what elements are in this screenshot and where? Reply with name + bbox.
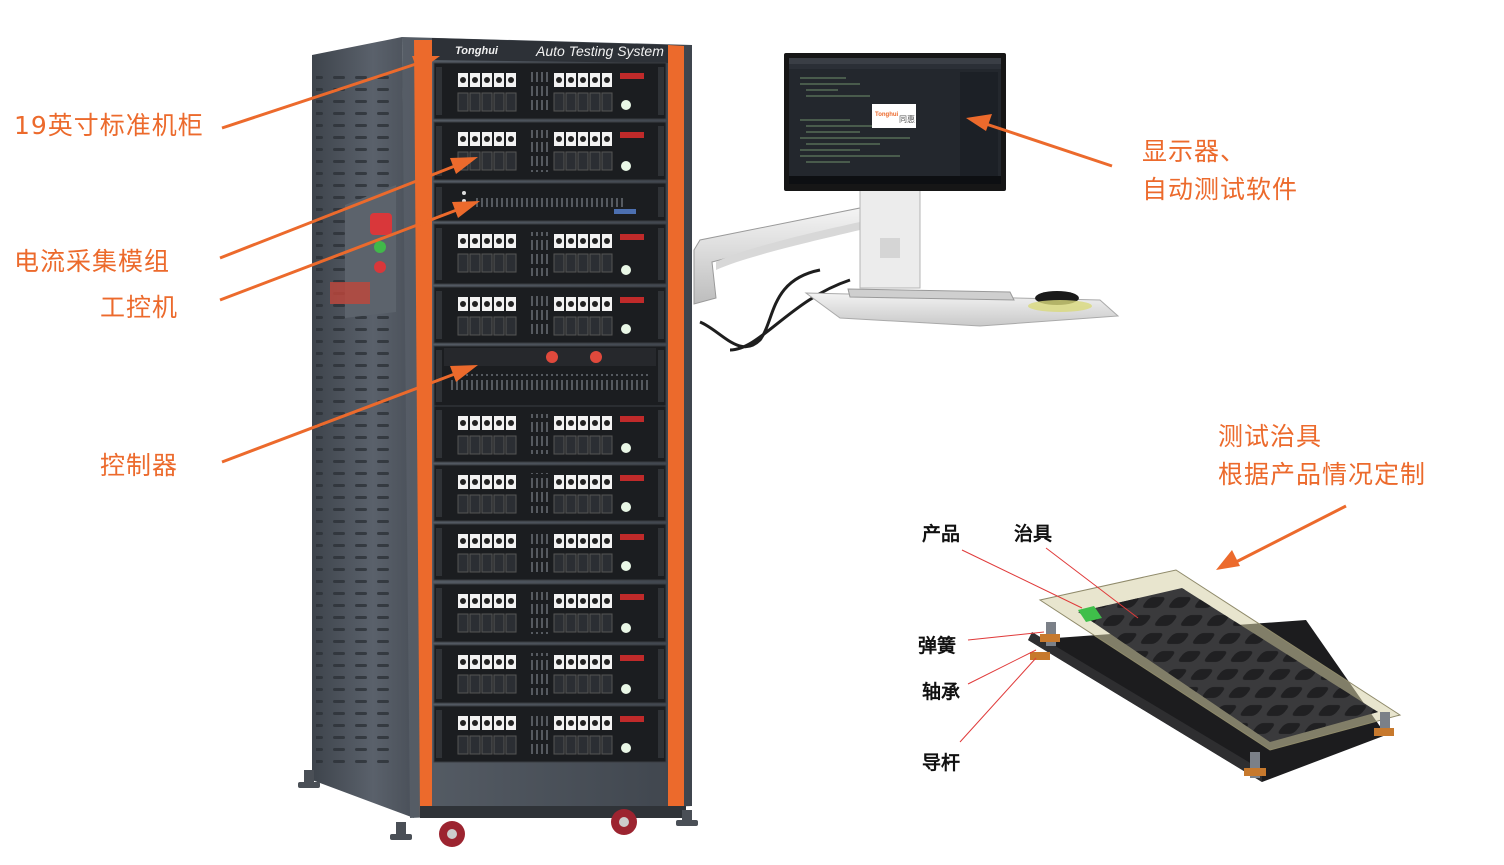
- code-lines: [800, 77, 910, 163]
- cabinet-brand: Tonghui: [455, 45, 499, 57]
- cabinet-side-holes: [316, 70, 398, 770]
- green-indicator-icon: [374, 241, 386, 253]
- arrow-monitor: [966, 114, 1113, 168]
- callout-monitor-line2: 自动测试软件: [1142, 175, 1299, 204]
- side-control-panel: [330, 185, 396, 318]
- arrow-cabinet: [221, 56, 440, 130]
- arrowhead-icon: [412, 56, 440, 72]
- rack-unit-module: [433, 705, 667, 763]
- label-spring: 弹簧: [918, 635, 957, 657]
- splash-logo: Tonghui: [875, 112, 899, 118]
- rack-unit-module: [433, 286, 667, 344]
- power-led-icon: [621, 100, 631, 110]
- callout-fixture: 测试治具 根据产品情况定制: [1218, 418, 1426, 494]
- part-leader-lines: [959, 547, 1139, 743]
- monitor-arm: [693, 207, 867, 305]
- left-orange-strip: [414, 40, 432, 818]
- emergency-button-icon: [590, 351, 602, 363]
- right-orange-strip: [668, 45, 684, 808]
- rack-unit-ipc: [433, 182, 667, 222]
- rack-unit-module: [433, 644, 667, 704]
- power-led-icon: [621, 443, 631, 453]
- rack-unit-module: [433, 405, 667, 463]
- callout-current-module: 电流采集模组: [14, 247, 171, 276]
- leveling-feet: [298, 770, 698, 840]
- rack-units: [433, 62, 667, 763]
- arrow-ipc: [219, 201, 480, 302]
- power-led-icon: [621, 743, 631, 753]
- rack-unit-module: [433, 583, 667, 643]
- rack-unit-module: [433, 121, 667, 181]
- red-button-icon: [374, 261, 386, 273]
- cabinet-base: [420, 806, 686, 818]
- power-led-icon: [621, 623, 631, 633]
- rack-unit-module: [433, 464, 667, 522]
- power-led-icon: [621, 502, 631, 512]
- splash-window: [872, 104, 916, 128]
- arrowhead-icon: [450, 365, 478, 382]
- arrow-current-module: [219, 157, 478, 260]
- keyboard: [847, 288, 1015, 301]
- arrowhead-icon: [450, 157, 478, 174]
- test-fixture: [959, 547, 1402, 782]
- arrowhead-icon: [1216, 550, 1240, 570]
- cabinet-title: Auto Testing System: [535, 43, 664, 59]
- power-led-icon: [621, 265, 631, 275]
- arrowhead-icon: [966, 114, 992, 131]
- callout-ipc: 工控机: [100, 293, 179, 322]
- power-led-icon: [621, 684, 631, 694]
- cables: [699, 268, 851, 352]
- rack-unit-controller: [433, 345, 667, 407]
- rack-unit-module: [433, 523, 667, 581]
- caster-wheels: [439, 809, 637, 847]
- emergency-button-icon: [546, 351, 558, 363]
- power-led-icon: [621, 561, 631, 571]
- label-guide-rod: 导杆: [922, 752, 961, 774]
- callout-cabinet-19inch: 19英寸标准机柜: [14, 111, 204, 140]
- splash-text: 同惠: [899, 114, 915, 124]
- product-block: [1078, 606, 1102, 622]
- power-led-icon: [621, 161, 631, 171]
- cabinet-header: [432, 38, 668, 63]
- arrowhead-icon: [452, 201, 480, 218]
- arrow-fixture: [1216, 504, 1347, 570]
- callout-arrows: [219, 56, 1347, 570]
- rack-unit-module: [433, 223, 667, 285]
- power-led-icon: [621, 324, 631, 334]
- arrow-controller: [221, 365, 478, 464]
- taskbar: [789, 176, 1001, 184]
- label-bearing: 轴承: [922, 681, 961, 703]
- red-indicator-icon: [370, 213, 392, 235]
- rack-cabinet: Tonghui Auto Testing System: [298, 37, 698, 847]
- monitor-assembly: Tonghui 同惠: [693, 53, 1120, 352]
- callout-controller: 控制器: [100, 451, 179, 480]
- callout-fixture-line2: 根据产品情况定制: [1218, 460, 1427, 489]
- callout-monitor-line1: 显示器、: [1142, 137, 1247, 166]
- label-fixture: 治具: [1014, 523, 1053, 545]
- callout-monitor-software: 显示器、 自动测试软件: [1142, 133, 1298, 209]
- callout-fixture-line1: 测试治具: [1218, 422, 1323, 451]
- rack-unit-module: [433, 62, 667, 120]
- label-product: 产品: [922, 523, 961, 545]
- bearings: [1030, 634, 1394, 776]
